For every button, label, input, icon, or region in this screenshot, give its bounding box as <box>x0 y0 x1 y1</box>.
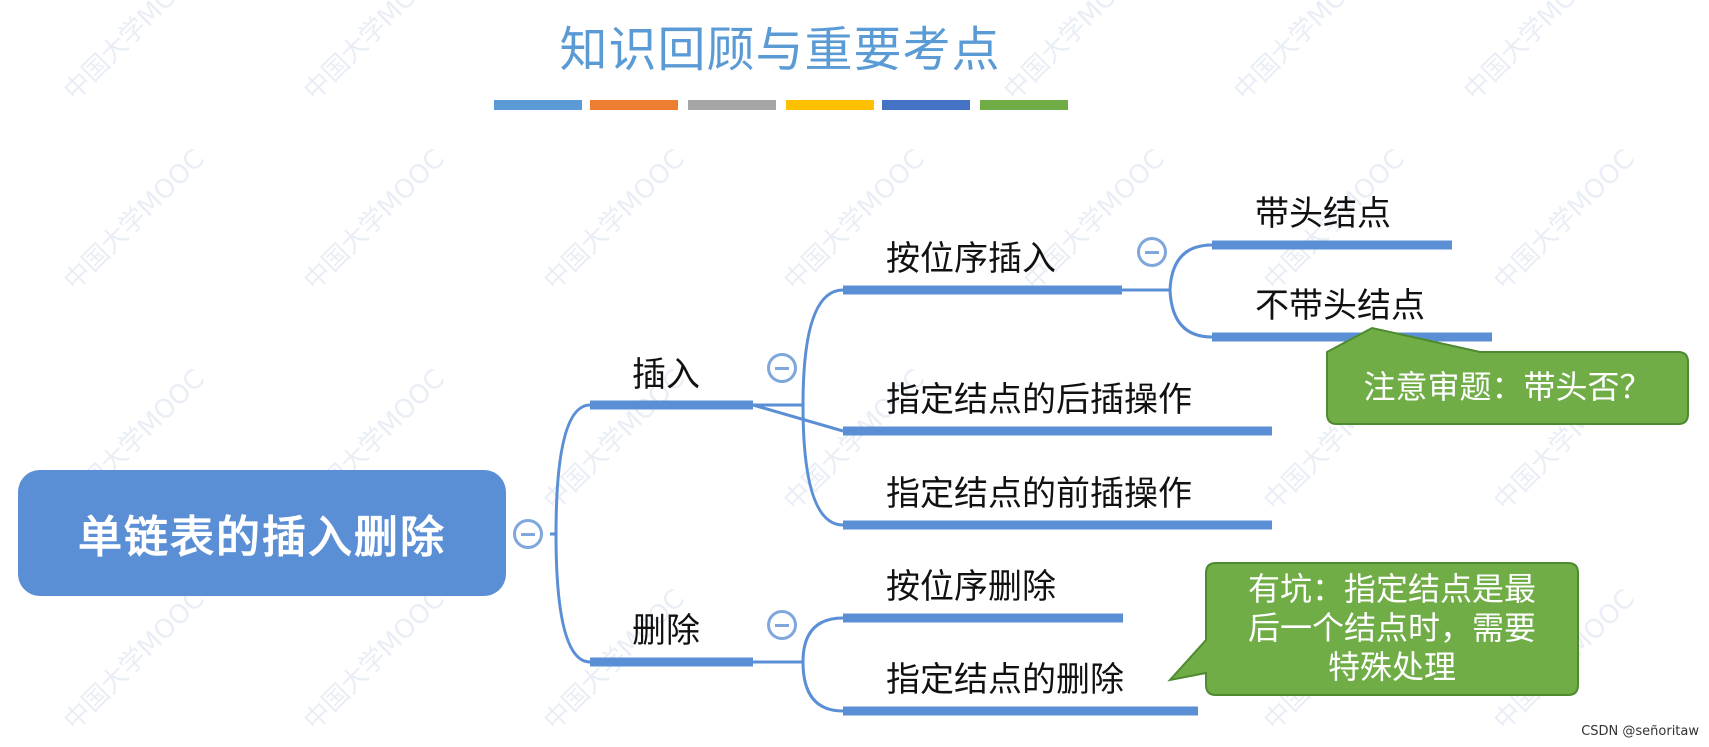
node-insert-before: 指定结点的前插操作 <box>886 474 1192 514</box>
connector-lines <box>550 243 1213 713</box>
connector-without-head <box>1122 288 1213 339</box>
connector-root-insert <box>550 403 591 536</box>
connector-delete-node <box>753 660 844 713</box>
callout-head-text: 注意审题：带头否？ <box>1363 368 1652 406</box>
node-without-head: 不带头结点 <box>1255 286 1425 326</box>
footer-credit: CSDN @señoritaw <box>1581 724 1699 739</box>
node-delete-by-order: 按位序删除 <box>886 567 1056 607</box>
connector-root-delete <box>550 532 591 664</box>
color-bar <box>980 100 1068 110</box>
color-bar <box>590 100 678 110</box>
node-insert-after: 指定结点的后插操作 <box>886 380 1192 420</box>
color-bar <box>688 100 776 110</box>
connector-insert-before <box>753 403 844 527</box>
color-bar <box>882 100 970 110</box>
minus-icon <box>521 532 535 536</box>
callout-head-bubble <box>1326 326 1689 425</box>
connector-insert-after <box>752 403 844 433</box>
connector-insert-by-order <box>753 288 844 407</box>
collapse-delete-button[interactable] <box>767 610 797 640</box>
callout-bubbles <box>1167 326 1689 696</box>
connector-with-head <box>1122 243 1213 292</box>
collapse-insert-button[interactable] <box>767 353 797 383</box>
node-insert-by-order: 按位序插入 <box>886 239 1056 279</box>
page-title: 知识回顾与重要考点 <box>559 22 1001 78</box>
callout-pitfall-line-1: 有坑：指定结点是最 <box>1247 570 1536 608</box>
branch-underlines <box>590 240 1492 716</box>
callout-pitfall-text: 有坑：指定结点是最 后一个结点时，需要 特殊处理 <box>1209 570 1575 687</box>
minus-icon <box>1145 250 1159 254</box>
node-with-head: 带头结点 <box>1255 194 1391 234</box>
color-bar <box>786 100 874 110</box>
node-delete: 删除 <box>632 611 700 651</box>
node-insert: 插入 <box>632 355 700 395</box>
collapse-by-order-button[interactable] <box>1137 237 1167 267</box>
root-node: 单链表的插入删除 <box>18 470 506 596</box>
callout-pitfall-bubble <box>1167 562 1579 696</box>
minus-icon <box>775 623 789 627</box>
minus-icon <box>775 366 789 370</box>
color-bar <box>494 100 582 110</box>
callout-pitfall-line-3: 特殊处理 <box>1327 648 1456 686</box>
callout-pitfall-line-2: 后一个结点时，需要 <box>1247 609 1536 647</box>
collapse-root-button[interactable] <box>513 519 543 549</box>
node-delete-node: 指定结点的删除 <box>886 660 1124 700</box>
